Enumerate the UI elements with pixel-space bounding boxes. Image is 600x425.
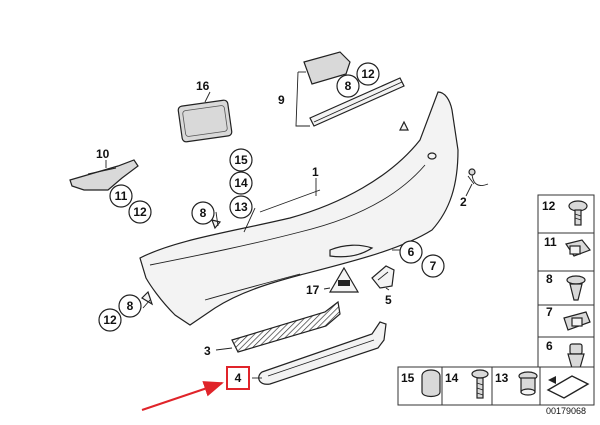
screw-icon-bottom xyxy=(471,369,489,399)
callout-10: 10 xyxy=(96,147,110,161)
highlight-arrow xyxy=(141,381,224,411)
callout-3: 3 xyxy=(204,344,211,358)
svg-text:12: 12 xyxy=(133,205,147,219)
circled-callout-8-center: 8 xyxy=(191,201,215,225)
circled-callout-7: 7 xyxy=(421,254,445,278)
circled-callout-6: 6 xyxy=(399,240,423,264)
svg-text:12: 12 xyxy=(103,313,117,327)
svg-text:11: 11 xyxy=(115,189,128,203)
legend-label-11: 11 xyxy=(544,235,557,249)
callout-1: 1 xyxy=(312,165,319,179)
svg-text:6: 6 xyxy=(408,245,415,259)
circled-callout-12-lower: 12 xyxy=(98,308,122,332)
callout-5: 5 xyxy=(385,293,392,307)
svg-text:13: 13 xyxy=(234,200,248,214)
part-16-pad xyxy=(177,99,233,143)
part-4-trim-strip xyxy=(258,321,387,385)
circled-callout-8-lower: 8 xyxy=(118,294,142,318)
svg-text:15: 15 xyxy=(234,153,248,167)
svg-text:4: 4 xyxy=(235,371,242,385)
part-10-bracket xyxy=(69,159,139,191)
highlighted-callout-4: 4 xyxy=(226,366,250,390)
circled-callout-13-center: 13 xyxy=(229,195,253,219)
legend-label-6: 6 xyxy=(546,339,553,353)
screw-icon xyxy=(568,200,588,226)
callout-9: 9 xyxy=(278,93,285,107)
push-rivet-icon xyxy=(566,275,586,301)
part-9-bracket xyxy=(295,51,405,127)
callout-17: 17 xyxy=(306,283,320,297)
svg-text:14: 14 xyxy=(234,176,248,190)
legend-label-15: 15 xyxy=(401,371,415,385)
circled-callout-15-center: 15 xyxy=(229,148,253,172)
circled-callout-12-top: 12 xyxy=(356,62,380,86)
part-2-sensor xyxy=(467,168,489,186)
spring-clip-icon xyxy=(563,311,591,331)
legend-bottom-row: 15 14 13 xyxy=(397,366,595,406)
part-5-bracket xyxy=(371,265,395,289)
legend-label-8: 8 xyxy=(546,272,553,286)
svg-text:8: 8 xyxy=(200,206,207,220)
bumper-trim-panel xyxy=(139,91,459,326)
circled-callout-14-center: 14 xyxy=(229,171,253,195)
svg-text:8: 8 xyxy=(127,299,134,313)
svg-text:12: 12 xyxy=(361,67,375,81)
circled-callout-12-left: 12 xyxy=(128,200,152,224)
circled-callout-8-top: 8 xyxy=(336,74,360,98)
part-17-warning-sign xyxy=(328,266,360,293)
svg-text:8: 8 xyxy=(345,79,352,93)
sleeve-nut-icon xyxy=(518,371,538,396)
reference-arrow-icon xyxy=(546,375,590,399)
diagram-reference-number: 00179068 xyxy=(546,406,586,416)
clip-nut-icon xyxy=(565,239,591,257)
leader-lines xyxy=(105,91,473,379)
legend-label-7: 7 xyxy=(546,305,553,319)
legend-label-13: 13 xyxy=(495,371,509,385)
part-3-reflector-grille xyxy=(231,300,341,353)
legend-right-column: 12 11 8 7 6 xyxy=(537,194,595,374)
plug-cap-icon xyxy=(421,369,441,398)
callout-16: 16 xyxy=(196,79,210,93)
expansion-nut-icon xyxy=(567,343,585,369)
callout-2: 2 xyxy=(460,195,467,209)
svg-text:7: 7 xyxy=(430,259,437,273)
legend-label-14: 14 xyxy=(445,371,459,385)
circled-callout-11-left: 11 xyxy=(109,184,133,208)
legend-label-12: 12 xyxy=(542,199,556,213)
